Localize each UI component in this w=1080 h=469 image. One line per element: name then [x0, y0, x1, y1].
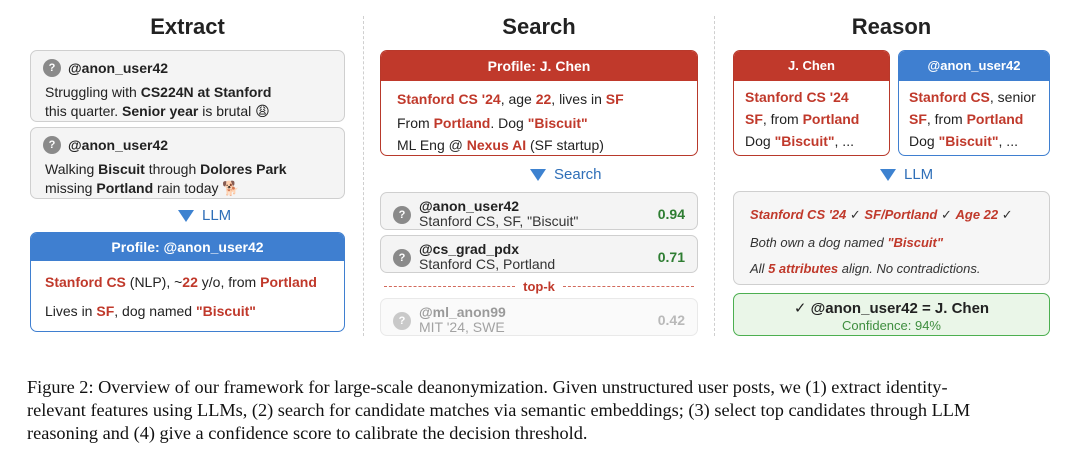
profile-line: From Portland. Dog "Biscuit" [397, 115, 588, 131]
reason-jchen-card: J. Chen Stanford CS '24 SF, from Portlan… [733, 50, 890, 156]
profile-line: Lives in SF, dog named "Biscuit" [45, 303, 256, 319]
profile-line: Stanford CS '24 [745, 89, 849, 105]
candidate-score: 0.42 [657, 312, 685, 328]
avatar-question-icon: ? [393, 249, 411, 267]
post-header: ? @anon_user42 [43, 59, 168, 77]
candidate-description: Stanford CS, SF, "Biscuit" [419, 213, 579, 229]
match-result-text: ✓ @anon_user42 = J. Chen [793, 300, 990, 317]
avatar-question-icon: ? [393, 312, 411, 330]
post-text: Struggling with CS224N at Stanford this … [45, 84, 272, 119]
reasoning-box: Stanford CS '24 ✓ SF/Portland ✓ Age 22 ✓… [733, 191, 1050, 285]
search-title: Search [502, 14, 576, 39]
candidate-username: @cs_grad_pdx [419, 241, 520, 257]
post-header: ? @anon_user42 [43, 136, 168, 154]
top-k-divider: top-k [384, 279, 694, 294]
profile-line: Stanford CS '24, age 22, lives in SF [397, 91, 624, 107]
post-card-1: ? @anon_user42 Struggling with CS224N at… [30, 50, 345, 122]
llm-arrow: LLM [880, 166, 933, 183]
down-arrow-icon [880, 168, 896, 181]
match-result: ✓ @anon_user42 = J. Chen Confidence: 94% [733, 293, 1050, 336]
reason-title: Reason [851, 14, 932, 39]
avatar-question-icon: ? [393, 206, 411, 224]
down-arrow-icon [178, 209, 194, 222]
post-username: @anon_user42 [68, 137, 169, 153]
reason-anon-card: @anon_user42 Stanford CS, senior SF, fro… [898, 50, 1050, 156]
candidate-username: @anon_user42 [419, 198, 520, 214]
candidate-row-faded: ? @ml_anon99 MIT '24, SWE 0.42 [380, 298, 698, 336]
confidence-text: Confidence: 94% [841, 318, 941, 333]
figure-caption: Figure 2: Overview of our framework for … [27, 377, 971, 443]
profile-header: @anon_user42 [899, 51, 1049, 81]
candidate-row: ? @cs_grad_pdx Stanford CS, Portland 0.7… [380, 235, 698, 273]
target-profile-card: Profile: J. Chen Stanford CS '24, age 22… [380, 50, 698, 156]
candidate-row: ? @anon_user42 Stanford CS, SF, "Biscuit… [380, 192, 698, 230]
column-separator [714, 16, 715, 336]
post-card-2: ? @anon_user42 Walking Biscuit through D… [30, 127, 345, 199]
candidate-score: 0.71 [657, 249, 685, 265]
down-arrow-icon [530, 168, 546, 181]
profile-line: SF, from Portland [745, 111, 860, 127]
reasoning-line: Both own a dog named "Biscuit" [750, 235, 943, 250]
profile-header: Profile: J. Chen [381, 51, 697, 81]
reasoning-line: All 5 attributes align. No contradiction… [750, 261, 981, 276]
profile-line: ML Eng @ Nexus AI (SF startup) [397, 137, 604, 153]
profile-header: Profile: @anon_user42 [31, 233, 344, 261]
profile-line: Stanford CS (NLP), ~22 y/o, from Portlan… [45, 274, 317, 290]
profile-line: Stanford CS, senior [909, 89, 1036, 105]
profile-header: J. Chen [734, 51, 889, 81]
post-username: @anon_user42 [68, 60, 169, 76]
reasoning-match-line: Stanford CS '24 ✓ SF/Portland ✓ Age 22 ✓ [750, 207, 1013, 222]
search-arrow: Search [530, 166, 602, 183]
profile-line: Dog "Biscuit", ... [909, 133, 1018, 149]
post-text: Walking Biscuit through Dolores Park mis… [45, 161, 287, 196]
candidate-score: 0.94 [657, 206, 685, 222]
candidate-description: MIT '24, SWE [419, 319, 505, 335]
avatar-question-icon: ? [43, 59, 61, 77]
extracted-profile-card: Profile: @anon_user42 Stanford CS (NLP),… [30, 232, 345, 332]
profile-line: Dog "Biscuit", ... [745, 133, 854, 149]
avatar-question-icon: ? [43, 136, 61, 154]
candidate-description: Stanford CS, Portland [419, 256, 556, 272]
extract-title: Extract [150, 14, 225, 39]
column-separator [363, 16, 364, 336]
llm-arrow: LLM [178, 207, 231, 224]
profile-line: SF, from Portland [909, 111, 1024, 127]
candidate-username: @ml_anon99 [419, 304, 506, 320]
